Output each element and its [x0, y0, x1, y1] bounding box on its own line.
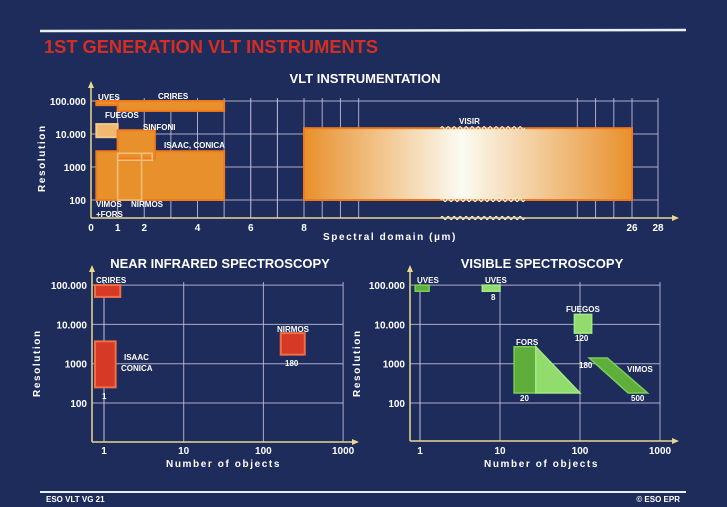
label-fors: +FORS [96, 210, 124, 219]
x-tick-label: 1 [101, 446, 107, 457]
y-axis-label: Resolution [352, 329, 363, 397]
y-axis-arrow-icon [89, 265, 95, 272]
box-isaac-conica [93, 340, 117, 389]
chart-title: NEAR INFRARED SPECTROSCOPY [110, 256, 330, 271]
box-visir [303, 127, 633, 202]
top-rule [39, 28, 687, 33]
x-axis-arrow-icon [352, 439, 359, 445]
label-uves-count: 8 [491, 293, 496, 302]
y-tick-label: 10.000 [56, 320, 87, 331]
label-isaac-count: 1 [102, 392, 107, 401]
box-crires [116, 100, 226, 112]
y-tick-label: 100.000 [369, 281, 406, 292]
x-tick-label: 1000 [332, 446, 355, 457]
label-uves-8: UVES [485, 276, 507, 285]
x-axis-label: Number of objects [484, 459, 599, 470]
box-nirmos [279, 332, 306, 356]
y-axis-label: Resolution [37, 124, 48, 192]
vlt-instrumentation-chart: VLT INSTRUMENTATION 0 1 2 4 6 8 26 28 100 1000 10.… [37, 71, 679, 243]
label-crires: CRIRES [158, 92, 189, 101]
box-vimos [587, 357, 650, 394]
x-tick-label: 1 [115, 223, 121, 234]
chart-title: VLT INSTRUMENTATION [290, 71, 441, 86]
x-axis-arrow-icon [672, 438, 679, 444]
y-axis-arrow-icon [88, 81, 94, 88]
x-tick-label: 1 [417, 446, 423, 457]
x-tick-label: 8 [301, 223, 307, 234]
label-isaac: ISAAC [124, 353, 149, 362]
chart-title: VISIBLE SPECTROSCOPY [461, 256, 624, 271]
label-vimos: VIMOS [96, 200, 122, 209]
y-axis-label: Resolution [32, 329, 43, 397]
box-sinfoni [116, 129, 156, 160]
label-sinfoni: SINFONI [143, 123, 175, 132]
box-vimos-fors [116, 152, 153, 162]
box-fors [513, 345, 537, 394]
x-tick-label: 26 [626, 223, 638, 234]
footer-right: © ESO EPR [636, 495, 680, 504]
x-axis-arrow-icon [672, 215, 679, 221]
box-fuegos [573, 313, 593, 334]
visible-spectroscopy-chart: VISIBLE SPECTROSCOPY 1 10 100 1000 100 1000 10… [352, 256, 679, 470]
x-axis-label: Number of objects [166, 459, 281, 470]
x-tick-label: 0 [88, 223, 94, 234]
y-tick-label: 100 [69, 196, 86, 207]
x-tick-label: 100 [255, 446, 272, 457]
label-nirmos: NIRMOS [131, 200, 164, 209]
y-tick-label: 100 [388, 399, 405, 410]
label-fuegos: FUEGOS [566, 305, 600, 314]
label-nirmos-count: 180 [285, 359, 299, 368]
y-tick-label: 10.000 [374, 320, 405, 331]
y-tick-label: 1000 [383, 360, 406, 371]
x-tick-label: 2 [141, 223, 147, 234]
y-tick-label: 1000 [65, 360, 88, 371]
y-tick-label: 100.000 [51, 281, 88, 292]
x-tick-label: 10 [178, 446, 190, 457]
label-fors: FORS [516, 338, 539, 347]
label-vimos-count-high: 500 [631, 394, 645, 403]
near-infrared-chart: NEAR INFRARED SPECTROSCOPY 1 10 100 1000 100… [32, 256, 359, 470]
label-uves: UVES [98, 93, 120, 102]
label-conica: CONICA [121, 364, 153, 373]
box-uves [481, 284, 501, 292]
label-vimos: VIMOS [627, 365, 653, 374]
footer-left: ESO VLT VG 21 [46, 495, 105, 504]
box-fors [535, 344, 582, 394]
y-tick-label: 10.000 [55, 130, 86, 141]
label-isaac-conica: ISAAC, CONICA [164, 141, 225, 150]
box-crires [93, 284, 122, 298]
box-isaac-conica [95, 150, 226, 202]
x-axis-label: Spectral domain (µm) [323, 232, 457, 243]
x-tick-label: 4 [195, 223, 201, 234]
y-tick-label: 1000 [64, 163, 87, 174]
label-uves-1: UVES [417, 276, 439, 285]
label-visir: VISIR [459, 117, 480, 126]
label-vimos-count-low: 180 [579, 361, 593, 370]
label-fuegos-count: 120 [575, 334, 589, 343]
x-tick-label: 28 [652, 223, 664, 234]
box-uves [414, 284, 430, 292]
label-nirmos: NIRMOS [277, 325, 310, 334]
slide-title: 1ST GENERATION VLT INSTRUMENTS [44, 37, 378, 57]
label-fors-count: 20 [520, 394, 529, 403]
y-tick-label: 100 [70, 399, 87, 410]
y-tick-label: 100.000 [50, 97, 87, 108]
x-tick-label: 100 [572, 446, 589, 457]
x-tick-label: 6 [248, 223, 254, 234]
x-tick-label: 10 [494, 446, 506, 457]
label-crires: CRIRES [96, 276, 127, 285]
label-fuegos: FUEGOS [105, 111, 139, 120]
x-tick-label: 1000 [649, 446, 672, 457]
box-fuegos [95, 123, 119, 139]
y-axis-arrow-icon [407, 265, 413, 272]
